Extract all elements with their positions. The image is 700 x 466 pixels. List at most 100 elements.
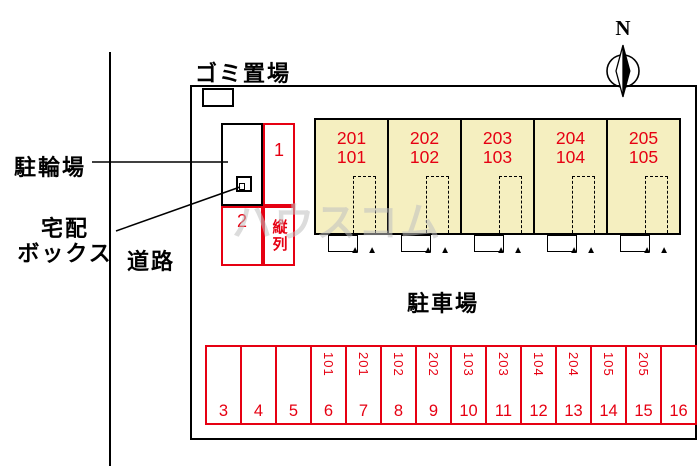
garbage-area-label: ゴミ置場 [195, 61, 292, 86]
tandem-label-cell: 縦列 [263, 206, 295, 266]
delivery-box-label-line2: ボックス [17, 241, 113, 266]
parking-spot: 205 15 [625, 345, 662, 425]
building-unit: 203 103 ▲ ▲ [460, 118, 535, 256]
spot-number: 8 [393, 402, 404, 420]
road-boundary-line [109, 52, 111, 466]
spot-unit-label: 102 [391, 352, 406, 377]
tandem-label: 縦列 [270, 219, 288, 253]
spot-unit-wrap: 103 [452, 352, 485, 377]
entrance-arrow-icon: ▲ [586, 245, 596, 256]
parking-spot: 102 8 [380, 345, 417, 425]
spot-unit-wrap: 104 [522, 352, 555, 377]
parking-spot: 5 [275, 345, 312, 425]
parking-spot: 16 [660, 345, 697, 425]
entrance-arrow-icon: ▲ [659, 245, 669, 256]
parking-spot: 3 [205, 345, 242, 425]
entrance-arrow-icon: ▲ [440, 245, 450, 256]
building-row: 201 101 ▲ ▲ 202 102 ▲ ▲ 203 103 ▲ ▲ 204 … [314, 118, 681, 256]
entrance-porch-outline [572, 176, 595, 233]
spot-unit-wrap: 201 [347, 352, 380, 377]
unit-label: 201 101 [316, 129, 387, 167]
unit-number-upper: 203 [482, 128, 513, 148]
spot-unit-label: 202 [426, 352, 441, 377]
unit-label: 205 105 [608, 129, 679, 167]
building-unit: 201 101 ▲ ▲ [314, 118, 389, 256]
spot-unit-label: 204 [566, 352, 581, 377]
bicycle-parking-label: 駐輪場 [14, 155, 87, 180]
parking-spot: 203 11 [485, 345, 522, 425]
building-unit: 205 105 ▲ ▲ [606, 118, 681, 256]
parking-spot: 202 9 [415, 345, 452, 425]
unit-number-lower: 102 [409, 147, 440, 167]
unit-number-lower: 104 [555, 147, 586, 167]
spot-unit-label: 103 [461, 352, 476, 377]
spot-number: 5 [288, 402, 299, 420]
entrance-step [547, 235, 577, 252]
unit-label: 203 103 [462, 129, 533, 167]
entrance-arrow-icon: ▲ [423, 245, 433, 256]
road-label: 道路 [127, 249, 176, 274]
north-indicator: N [600, 16, 646, 106]
entrance-porch-outline [353, 176, 376, 233]
unit-number-upper: 204 [555, 128, 586, 148]
spot-unit-wrap: 205 [627, 352, 660, 377]
spot-number: 12 [529, 402, 548, 420]
compass-icon [606, 44, 640, 98]
parking-spot: 105 14 [590, 345, 627, 425]
entrance-arrow-icon: ▲ [513, 245, 523, 256]
unit-label: 204 104 [535, 129, 606, 167]
unit-number-upper: 202 [409, 128, 440, 148]
unit-number-upper: 201 [336, 128, 367, 148]
parking-spot: 104 12 [520, 345, 557, 425]
building-unit: 202 102 ▲ ▲ [387, 118, 462, 256]
parking-spot: 103 10 [450, 345, 487, 425]
delivery-box-label-line1: 宅配 [40, 216, 89, 241]
spot-unit-label: 105 [601, 352, 616, 377]
spot-number: 16 [669, 402, 688, 420]
spot-unit-label: 203 [496, 352, 511, 377]
spot-number: 11 [494, 402, 513, 420]
spot-number: 13 [564, 402, 583, 420]
entrance-arrow-icon: ▲ [642, 245, 652, 256]
delivery-box-label: 宅配 ボックス [10, 216, 120, 266]
entrance-step [620, 235, 650, 252]
entrance-arrow-icon: ▲ [496, 245, 506, 256]
entrance-porch-outline [426, 176, 449, 233]
entrance-step [401, 235, 431, 252]
delivery-box-door [239, 183, 245, 190]
parking-spot: 201 7 [345, 345, 382, 425]
spot-unit-label: 205 [636, 352, 651, 377]
entrance-arrow-icon: ▲ [367, 245, 377, 256]
spot-number: 4 [253, 402, 264, 420]
spot-unit-wrap: 105 [592, 352, 625, 377]
unit-number-lower: 103 [482, 147, 513, 167]
spot-unit-label: 201 [356, 352, 371, 377]
spot-unit-label: 101 [321, 352, 336, 377]
delivery-box [236, 176, 252, 192]
entrance-porch-outline [499, 176, 522, 233]
parking-lot-label: 駐車場 [407, 291, 480, 316]
spot-number: 14 [599, 402, 618, 420]
garbage-box [202, 88, 234, 107]
north-label: N [615, 16, 631, 40]
unit-number-upper: 205 [628, 128, 659, 148]
parking-spot: 4 [240, 345, 277, 425]
spot-unit-wrap: 202 [417, 352, 450, 377]
parking-row: 3 4 5 101 6 201 7 102 8 202 9 [205, 345, 697, 425]
spot-number: 9 [428, 402, 439, 420]
spot-number: 10 [459, 402, 478, 420]
spot-unit-wrap: 102 [382, 352, 415, 377]
spot-number: 6 [323, 402, 334, 420]
entrance-arrow-icon: ▲ [569, 245, 579, 256]
building-unit: 204 104 ▲ ▲ [533, 118, 608, 256]
spot-number: 3 [218, 402, 229, 420]
property-boundary [190, 85, 697, 440]
spot-unit-wrap: 204 [557, 352, 590, 377]
parking-spot: 101 6 [310, 345, 347, 425]
spot-unit-wrap: 203 [487, 352, 520, 377]
unit-label: 202 102 [389, 129, 460, 167]
tandem-spot-2: 2 [221, 206, 263, 266]
tandem-spot-1: 1 [263, 123, 295, 206]
spot-unit-label: 104 [531, 352, 546, 377]
